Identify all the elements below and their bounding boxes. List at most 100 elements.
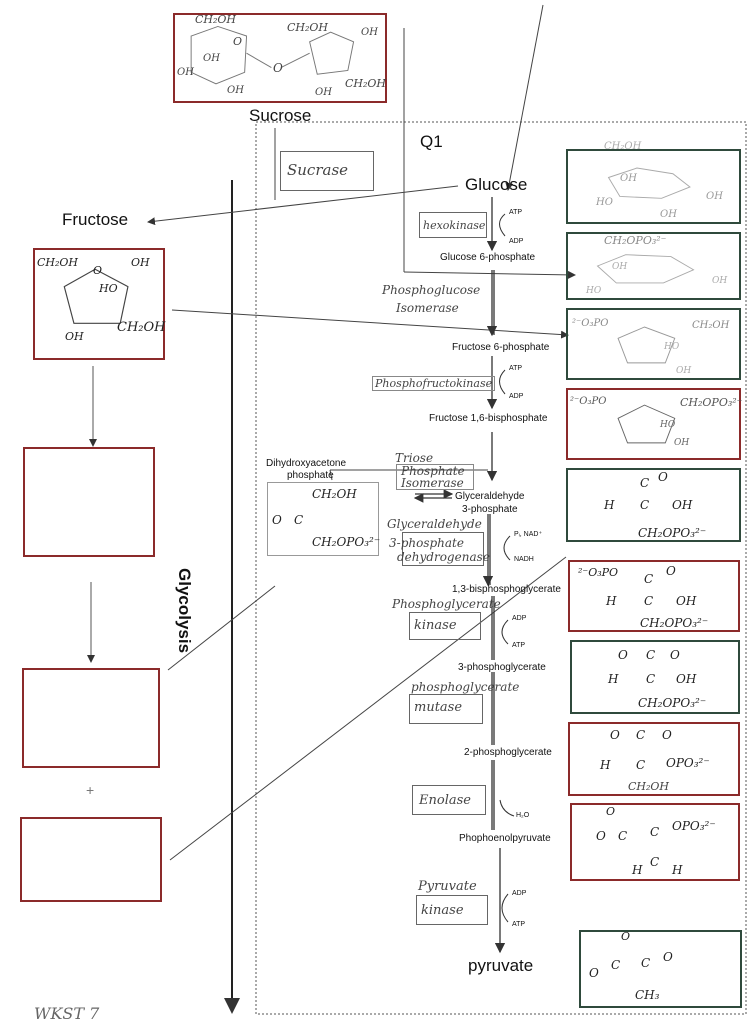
g3p-h: H (604, 498, 615, 512)
pgm-label-line2: mutase (414, 700, 463, 715)
g3p-o: O (658, 470, 668, 484)
hexokinase-box: hexokinase (419, 212, 487, 238)
glucose-6-phosphate-structure: CH₂OPO₃²⁻ OH OH HO (566, 232, 741, 300)
glyceraldehyde-3-phosphate-structure: O C H C OH CH₂OPO₃²⁻ (566, 468, 741, 542)
g6p-ch2opo3: CH₂OPO₃²⁻ (604, 234, 667, 247)
dhap-c: C (294, 513, 304, 527)
dhap-ch2opo3: CH₂OPO₃²⁻ (312, 535, 381, 549)
2pg-c1: C (636, 728, 646, 742)
pyr-ch3: CH₃ (635, 988, 660, 1002)
answer-box-2[interactable] (22, 668, 160, 768)
fructose-6-phosphate-label: Fructose 6-phosphate (452, 342, 550, 353)
3pg-o-2: O (670, 648, 680, 662)
2pg-o-2: O (662, 728, 672, 742)
fructose-o-ring: O (93, 264, 103, 277)
g3pdh-label-line1: Glyceraldehyde (387, 517, 482, 531)
answer-box-1[interactable] (23, 447, 155, 557)
pgm-label-line1: phosphoglycerate (411, 680, 520, 694)
2pg-o-1: O (610, 728, 620, 742)
bpg-oh: OH (676, 594, 697, 608)
f6p-ring-drawing (617, 326, 676, 364)
pgk-atp: ATP (512, 642, 526, 649)
tpi-box: Phosphate Isomerase (396, 464, 474, 490)
sucrose-o-link: O (273, 61, 283, 75)
f6p-oh: OH (676, 366, 692, 376)
sucrose-oh-5: OH (315, 87, 332, 98)
glucose-oh-2: OH (706, 191, 723, 202)
pgi-label-line1: Phosphoglucose (382, 283, 481, 297)
pk-label-line2: kinase (421, 903, 464, 918)
three-phosphoglycerate-label: 3-phosphoglycerate (458, 662, 546, 673)
2pg-opo3: OPO₃²⁻ (666, 756, 710, 770)
dhap-ch2oh: CH₂OH (312, 487, 357, 501)
pfk-atp: ATP (509, 365, 523, 372)
glucose-6-phosphate-label: Glucose 6-phosphate (440, 252, 536, 263)
fructose-ch2oh-2: CH₂OH (117, 320, 166, 335)
g6p-oh-1: OH (612, 262, 628, 272)
pep-h-2: H (672, 863, 683, 877)
pyruvate-structure: O O C C O CH₃ (579, 930, 742, 1008)
pyr-c2: C (641, 956, 651, 970)
fructose-structure: CH₂OH OH HO CH₂OH OH O (33, 248, 166, 360)
sucrose-o-ring: O (233, 35, 243, 48)
g3pdh-label-line2: 3-phosphate (389, 536, 464, 550)
g3pdh-box: 3-phosphate dehydrogenase (389, 532, 490, 566)
2pg-h: H (600, 758, 611, 772)
sucrose-ch2oh-2: CH₂OH (287, 21, 329, 34)
f16bp-ho: HO (660, 420, 676, 430)
dhap-label-line1: Dihydroxyacetone (266, 458, 347, 469)
bpg-po3: ²⁻O₃PO (578, 566, 619, 579)
phosphoglucose-isomerase-box: Phosphoglucose Isomerase (382, 282, 486, 322)
f16bp-ring-drawing (617, 404, 676, 444)
pyruvate-label: pyruvate (468, 956, 534, 975)
sucrase-enzyme-box: Sucrase (280, 151, 374, 191)
fructose-6-phosphate-structure: ²⁻O₃PO CH₂OH HO OH (566, 308, 741, 380)
f16bp-oh: OH (674, 438, 690, 448)
2pg-c2: C (636, 758, 646, 772)
enolase-box: Enolase (412, 785, 486, 815)
2pg-ch2oh: CH₂OH (628, 780, 670, 793)
sucrose-ch2oh-1: CH₂OH (195, 13, 237, 26)
bisphosphoglycerate-structure: ²⁻O₃PO C O H C OH CH₂OPO₃²⁻ (568, 560, 740, 632)
pep-o-2: O (596, 829, 606, 843)
g3p-c1: C (640, 476, 650, 490)
fructose-oh-2: OH (65, 330, 84, 343)
fructose-ch2oh-1: CH₂OH (37, 256, 79, 269)
glucose-ho: HO (596, 197, 613, 208)
bisphosphoglycerate-label: 1,3-bisphosphoglycerate (452, 584, 561, 595)
pfk-adp: ADP (509, 393, 524, 400)
g6p-ho: HO (586, 286, 602, 296)
dhap-label-line2: phosphate (287, 470, 334, 481)
bpg-o: O (666, 564, 676, 578)
g3p-label-line1: Glyceraldehyde (455, 491, 525, 502)
tpi-label-line2: Phosphate (401, 464, 465, 478)
pyr-o-1: O (621, 930, 631, 943)
3pg-c2: C (646, 672, 656, 686)
answer-box-3[interactable] (20, 817, 162, 902)
dhap-structure: CH₂OH O C CH₂OPO₃²⁻ (267, 482, 381, 556)
3pg-h: H (608, 672, 619, 686)
q1-label: Q1 (420, 132, 443, 151)
pyr-o-2: O (589, 966, 599, 980)
pk-label-line1: Pyruvate (418, 879, 477, 894)
pep-c1: C (618, 829, 628, 843)
phosphofructokinase-label: Phosphofructokinase (372, 376, 496, 391)
pgi-label-line2: Isomerase (396, 301, 459, 315)
fructose-ring-drawing (63, 268, 129, 324)
g3p-c2: C (640, 498, 650, 512)
sucrose-ring-drawing (190, 25, 355, 85)
glucose-ch2oh: CH₂OH (604, 141, 642, 152)
g3p-label-line2: 3-phosphate (462, 504, 518, 515)
footer-note: WKST 7 (34, 1004, 100, 1023)
g3p-ch2opo3: CH₂OPO₃²⁻ (638, 526, 707, 540)
f6p-po3: ²⁻O₃PO (572, 318, 609, 329)
f16bp-ch2opo3: CH₂OPO₃²⁻ (680, 396, 743, 409)
hexokinase-adp: ADP (509, 238, 524, 245)
hexokinase-atp: ATP (509, 209, 523, 216)
bpg-h: H (606, 594, 617, 608)
g6p-oh-2: OH (712, 276, 728, 286)
3pg-c1: C (646, 648, 656, 662)
bpg-ch2opo3: CH₂OPO₃²⁻ (640, 616, 709, 630)
pgm-box: mutase (409, 694, 483, 724)
